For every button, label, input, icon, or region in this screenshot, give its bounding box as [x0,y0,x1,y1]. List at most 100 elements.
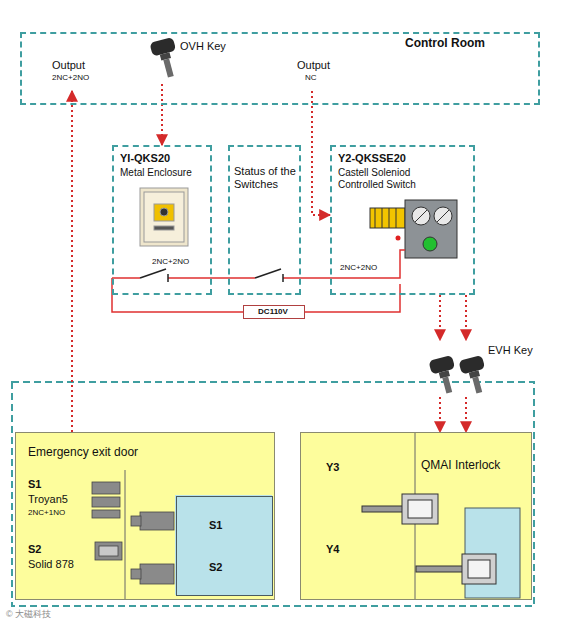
solenoid-switch-picture [396,236,401,241]
panel-fill [15,432,275,600]
door-frame [125,470,126,600]
interlock-bolt [416,566,464,572]
signal-arrow [439,397,441,432]
interlock-bolt [362,494,496,584]
solenoid-switch-picture [382,208,383,228]
key-icon [160,52,171,60]
node-text: Troyan5 [28,493,68,506]
signal-arrow [465,397,467,432]
node-text: 2NC+2NO [52,73,89,83]
key-icon [149,37,182,80]
panel-fill [15,432,532,600]
door-switch [92,510,120,518]
node-heading: Control Room [405,36,485,50]
output-terminal: Output2NC+2NO [52,59,122,91]
switch-box: Y2-QKSSE20Castell Soleniod Controlled Sw… [330,145,475,295]
switch-contact [255,269,281,278]
key-icon [163,59,173,78]
solenoid-switch-picture [423,237,437,251]
node-heading: Output [297,59,330,72]
door-switch [92,497,120,507]
node-text: 2NC+2NO [340,263,377,273]
site-boundary [12,382,534,606]
key-icon [439,370,450,378]
site-boundary [12,382,534,606]
node-text: Metal Enclosure [120,167,192,179]
node-heading: OVH Key [180,40,226,53]
node-heading: S1 [209,519,222,532]
node-heading: Y2-QKSSE20 [338,152,406,165]
node-text: 2NC+2NO [152,257,189,267]
key-icon [458,355,490,396]
door-switch [140,512,174,530]
door-switch [95,542,122,560]
node-text: NC [305,73,317,83]
solenoid-switch-picture [412,207,430,225]
node-text: S2 [209,561,222,574]
door-switch [99,546,118,556]
node-heading: Emergency exit door [28,445,138,459]
enclosure-picture [140,188,188,246]
voltage-tag: DC110V [243,305,305,319]
node-text: QMAI Interlock [421,458,500,472]
node-heading: Y3 [326,461,339,474]
power-wire [112,250,405,312]
interlock-bolt [468,560,490,578]
door-switch [92,482,174,584]
door-frame [125,470,126,600]
node-heading: Output [52,59,85,72]
signal-arrow [71,91,73,432]
door-switch [131,516,141,526]
door-switch [92,482,120,494]
solenoid-switch-picture [375,208,376,228]
key-icon [149,37,176,57]
key-icon [469,370,480,378]
key-icon [472,377,482,394]
interlock-panel: Y3Y4 QMAI Interlock [300,432,532,600]
panel-fill [300,432,532,600]
power-wire [112,250,405,278]
node-text: S2 [28,543,41,556]
node-heading: EVH Key [488,344,533,357]
door-switch [140,564,174,584]
signal-arrow [465,295,467,340]
enclosure-picture [160,208,168,216]
solenoid-switch-picture [396,208,397,228]
switch-contact [167,274,169,282]
solenoid-switch-picture [437,210,449,222]
output-terminal: OutputNC [297,59,357,91]
signal-arrow [161,84,163,145]
node-text: Solid 878 [28,558,74,571]
interlock-bolt [462,554,496,584]
panel-fill [175,495,272,595]
key-icon [428,355,460,396]
interlock-bolt [362,506,404,512]
switch-contact [282,274,284,282]
node-heading: Status of the Switches [234,165,298,191]
control-room-zone: Control RoomOutput2NC+2NOOVH KeyOutputNC [20,32,540,105]
enclosure-picture [154,226,174,230]
node-heading: DC110V [244,307,302,317]
key-icon [428,355,455,375]
enclosure-picture [140,188,188,246]
node-text: Castell Soleniod Controlled Switch [338,167,438,191]
enclosure-picture [154,204,174,221]
door-switch [131,569,141,579]
solenoid-switch-picture [370,208,405,228]
key-icon [442,377,452,394]
door-leaf: S1S2 [176,496,273,596]
interlock-bolt [402,494,438,524]
switch-contact [140,269,166,278]
watermark: © 大磁科技 [6,608,51,621]
solenoid-switch-picture [405,200,457,258]
interlock-bolt [408,500,432,518]
signal-arrow [439,295,441,340]
node-text: S1 [28,478,41,491]
key-icon [458,355,485,375]
node-text: Y4 [326,543,339,556]
key-label: EVH Key [420,340,545,397]
door-panel: Emergency exit doorS1Troyan52NC+1NOS2Sol… [15,432,275,600]
key-label: OVH Key [147,34,232,84]
enclosure-box: YI-QKS20Metal Enclosure2NC+2NO [112,145,212,295]
